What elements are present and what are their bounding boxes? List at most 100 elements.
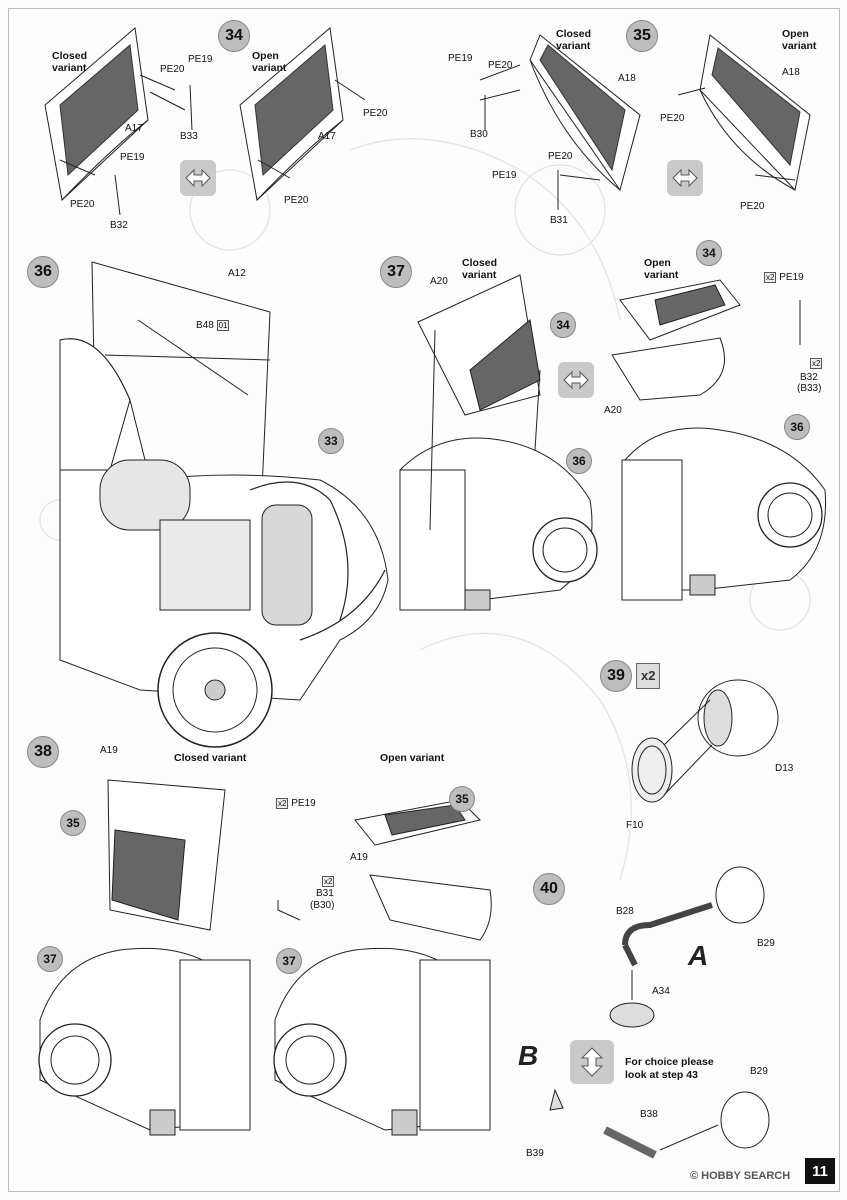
label-b29: B29 — [757, 938, 775, 949]
label-a20: A20 — [604, 405, 622, 416]
label-a18: A18 — [782, 67, 800, 78]
label-pe19: PE19 — [492, 170, 517, 181]
arrows-vertical-icon — [570, 1040, 614, 1084]
step-39-badge: 39 — [600, 660, 632, 692]
page-number: 11 — [805, 1158, 835, 1184]
step38-open-car-drawing — [273, 799, 492, 1136]
arrows-horizontal-glyph — [185, 168, 211, 188]
watermark: © HOBBY SEARCH — [690, 1170, 791, 1182]
x2-tag: x2 — [276, 798, 289, 809]
step39-headlight-drawing — [631, 679, 779, 803]
label-pe19: PE19 — [188, 54, 213, 65]
label-b30: (B30) — [310, 900, 335, 911]
arrows-horizontal-icon — [667, 160, 703, 196]
label-pe20: PE20 — [740, 201, 765, 212]
label-b31: B31 — [316, 888, 334, 899]
step38-closed-heading: Closed variant — [174, 752, 247, 764]
ref-part-36: 36 — [566, 448, 592, 474]
step37-closed-car-drawing — [399, 274, 598, 611]
arrows-horizontal-glyph — [563, 370, 589, 390]
background-ghost-drawing — [39, 138, 811, 881]
label-b28: B28 — [616, 906, 634, 917]
variant-a-letter: A — [688, 940, 709, 971]
step-38-badge: 38 — [27, 736, 59, 768]
step34-open-panel — [239, 27, 366, 201]
label-pe20: PE20 — [363, 108, 388, 119]
label-b33: (B33) — [797, 383, 822, 394]
label-b39: B39 — [526, 1148, 544, 1159]
label-pe20: PE20 — [488, 60, 513, 71]
arrows-horizontal-icon — [180, 160, 216, 196]
label-b30: B30 — [470, 129, 488, 140]
label-b33: B33 — [180, 131, 198, 142]
ref-part-37: 37 — [37, 946, 63, 972]
label-f10: F10 — [626, 820, 644, 831]
step35-open-heading: Open variant — [782, 28, 817, 52]
step35-closed-panel — [479, 34, 641, 210]
variant-b-letter: B — [518, 1040, 539, 1071]
choice-note: For choice please look at step 43 — [625, 1056, 714, 1081]
label-pe20: PE20 — [660, 113, 685, 124]
step-40-badge: 40 — [533, 873, 565, 905]
label-pe20: PE20 — [548, 151, 573, 162]
arrows-vertical-glyph — [580, 1047, 604, 1077]
ref-part-34: 34 — [696, 240, 722, 266]
label-b32: B32 — [110, 220, 128, 231]
step34-closed-heading: Closed variant — [52, 50, 88, 74]
label-a18: A18 — [618, 73, 636, 84]
label-a17: A17 — [318, 131, 336, 142]
step-34-badge: 34 — [218, 20, 250, 52]
step37-open-car-drawing — [611, 279, 827, 601]
label-a19: A19 — [350, 852, 368, 863]
label-b48: B48 01 — [196, 320, 230, 331]
ref-part-34: 34 — [550, 312, 576, 338]
label-b38: B38 — [640, 1109, 658, 1120]
label-a20: A20 — [430, 276, 448, 287]
step40-mirror-drawing — [549, 866, 770, 1159]
pe19-text: PE19 — [291, 798, 316, 809]
step35-open-panel — [677, 34, 811, 192]
step38-closed-car-drawing — [38, 779, 251, 1136]
label-b31: B31 — [550, 215, 568, 226]
label-d13: D13 — [775, 763, 794, 774]
label-a19: A19 — [100, 745, 118, 756]
x2-tag-text: x2 — [810, 358, 823, 369]
step37-open-heading: Open variant — [644, 257, 679, 281]
label-a17: A17 — [125, 123, 143, 134]
step35-closed-heading: Closed variant — [556, 28, 592, 52]
arrows-horizontal-glyph — [672, 168, 698, 188]
label-pe20: PE20 — [284, 195, 309, 206]
label-a12: A12 — [228, 268, 246, 279]
ref-part-35: 35 — [449, 786, 475, 812]
ref-part-37: 37 — [276, 948, 302, 974]
label-pe20: PE20 — [160, 64, 185, 75]
step36-car-drawing — [59, 261, 389, 748]
label-b32: B32 — [800, 372, 818, 383]
x2-tag-text: x2 — [322, 876, 335, 887]
step37-closed-heading: Closed variant — [462, 257, 498, 281]
label-pe19: PE19 — [448, 53, 473, 64]
step34-closed-panel — [44, 27, 193, 216]
label-pe20: PE20 — [70, 199, 95, 210]
step-37-badge: 37 — [380, 256, 412, 288]
arrows-horizontal-icon — [558, 362, 594, 398]
label-b48-tag: 01 — [216, 320, 230, 331]
x2-tag: x2 — [810, 358, 823, 369]
label-b29: B29 — [750, 1066, 768, 1077]
page-border — [8, 8, 840, 1192]
label-a34: A34 — [652, 986, 670, 997]
x2-tag: x2 — [764, 272, 777, 283]
step-36-badge: 36 — [27, 256, 59, 288]
label-pe19: PE19 — [120, 152, 145, 163]
step39-multiplier: x2 — [636, 663, 661, 689]
ref-part-35: 35 — [60, 810, 86, 836]
x2-tag: x2 — [322, 876, 335, 887]
label-pe19: x2 PE19 — [764, 272, 804, 283]
step34-open-heading: Open variant — [252, 50, 287, 74]
step-35-badge: 35 — [626, 20, 658, 52]
ref-part-33: 33 — [318, 428, 344, 454]
label-b48-text: B48 — [196, 320, 214, 331]
step38-open-heading: Open variant — [380, 752, 445, 764]
